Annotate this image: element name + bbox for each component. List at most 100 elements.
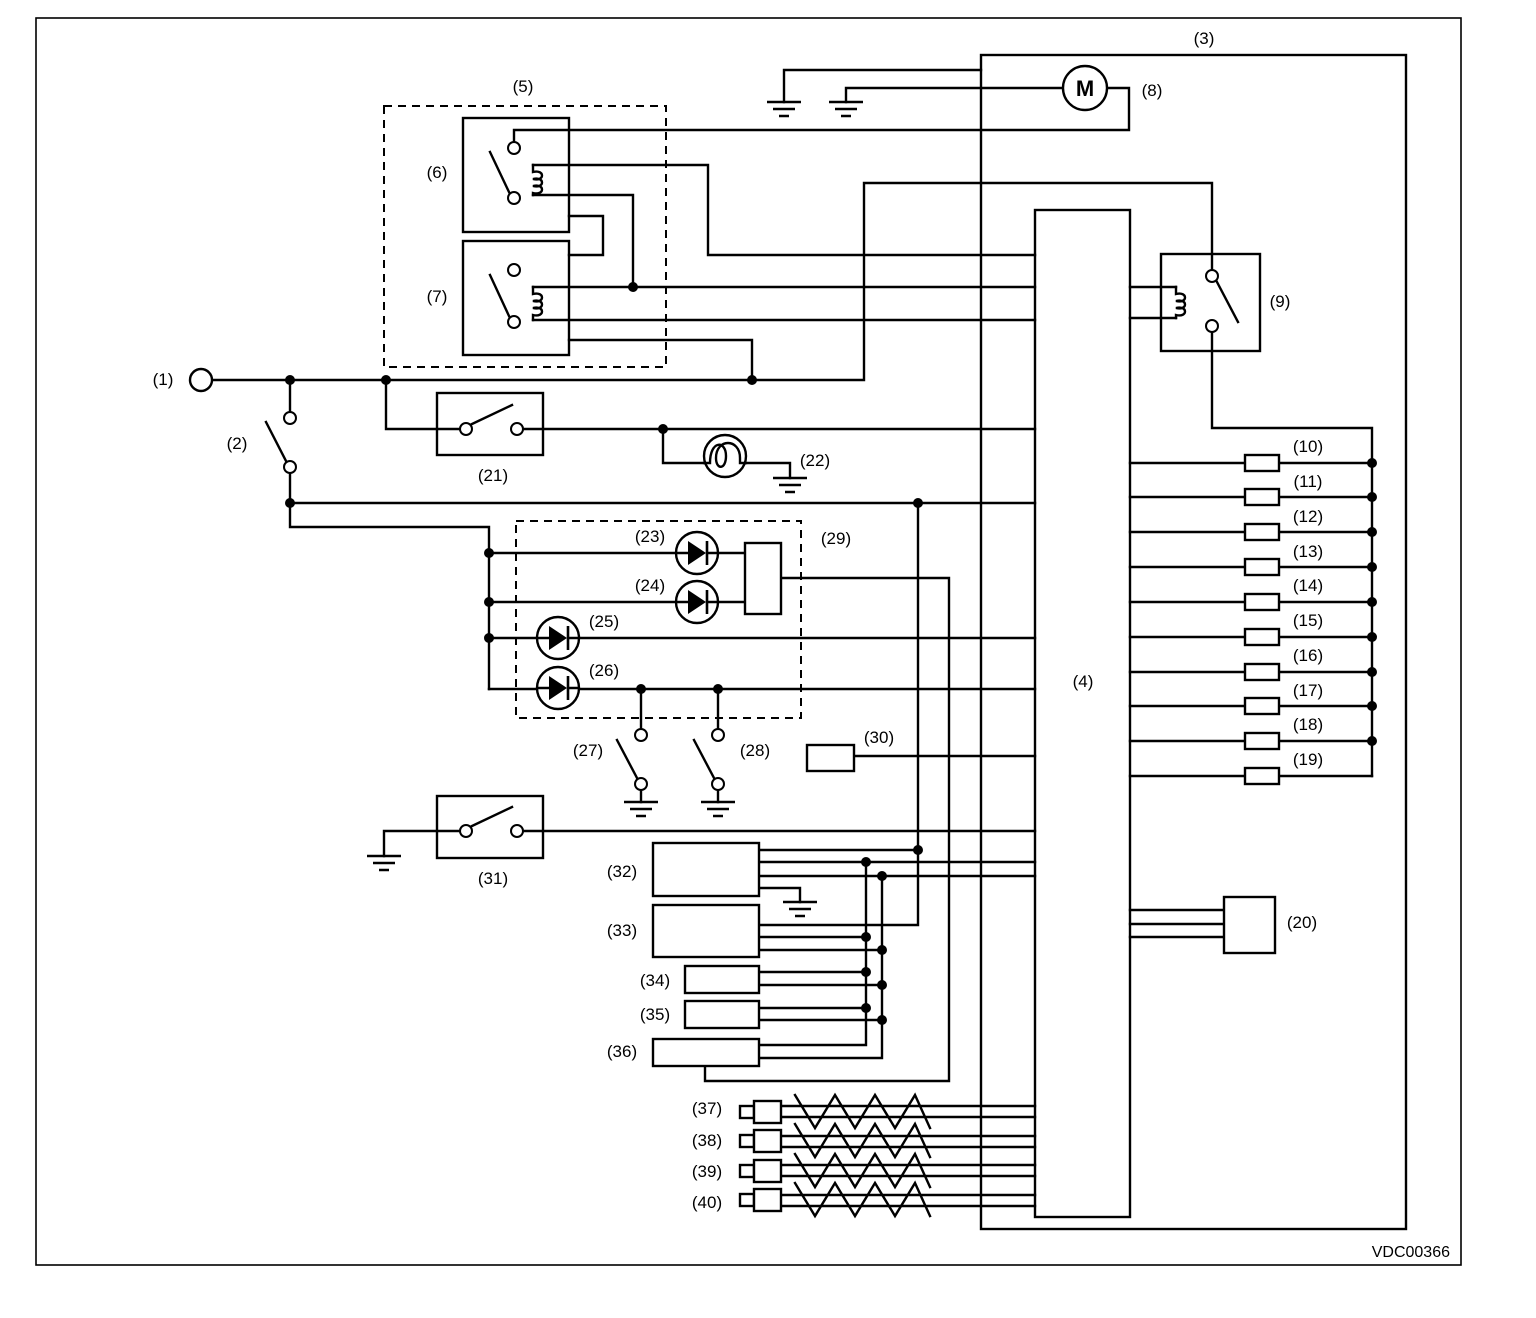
callout-23: (23)	[635, 527, 665, 546]
wire	[210, 181, 1214, 382]
fuse-19	[1243, 766, 1281, 786]
callout-20: (20)	[1287, 913, 1317, 932]
contact	[507, 263, 521, 277]
coil-icon	[531, 163, 544, 197]
callout-17: (17)	[1293, 681, 1323, 700]
outer-frame	[35, 17, 1462, 1266]
sensor-39	[738, 1151, 932, 1190]
callout-labels: (1) (2) (3) (4) (5) (6) (7) (8) (9) (10)…	[153, 29, 1324, 1212]
junction-dot	[484, 633, 494, 643]
wire	[531, 193, 635, 289]
contact	[507, 315, 521, 329]
junction-dot	[381, 375, 391, 385]
callout-26: (26)	[589, 661, 619, 680]
lamp-22	[702, 433, 748, 479]
wire	[512, 86, 1131, 144]
junction-dot	[913, 498, 923, 508]
contact	[507, 191, 521, 205]
callout-4: (4)	[1073, 672, 1094, 691]
wire	[757, 1006, 884, 1022]
wire	[382, 829, 462, 858]
switch-31	[435, 794, 545, 860]
fuse-10	[1243, 453, 1281, 473]
callout-2: (2)	[227, 434, 248, 453]
callout-34: (34)	[640, 971, 670, 990]
callout-29: (29)	[821, 529, 851, 548]
component-36	[651, 1037, 761, 1068]
junction-dot	[1367, 701, 1377, 711]
contact	[1205, 319, 1219, 333]
junction-dot	[285, 375, 295, 385]
junction-dot	[877, 1015, 887, 1025]
shield-zigzag	[793, 1092, 932, 1131]
junction-dot	[913, 845, 923, 855]
junction-dots	[285, 282, 1377, 1025]
motor-symbol: M	[1076, 76, 1094, 101]
callout-9: (9)	[1270, 292, 1291, 311]
module-4-box	[1033, 208, 1132, 1219]
callout-28: (28)	[740, 741, 770, 760]
ground-icon	[699, 800, 737, 818]
junction-dot	[713, 684, 723, 694]
ground-icon	[765, 100, 803, 118]
junction-dot	[861, 967, 871, 977]
callout-38: (38)	[692, 1131, 722, 1150]
contact	[507, 141, 521, 155]
junction-dot	[877, 980, 887, 990]
terminal-1	[188, 367, 214, 393]
switch-blade	[1215, 280, 1240, 324]
callout-21: (21)	[478, 466, 508, 485]
switch-blade	[488, 150, 511, 194]
shield-zigzag	[793, 1121, 932, 1160]
component-34	[683, 964, 761, 995]
junction-dot	[1367, 492, 1377, 502]
callout-31: (31)	[478, 869, 508, 888]
relay-6	[461, 116, 571, 234]
component-32	[651, 841, 761, 898]
junction-dot	[877, 871, 887, 881]
junction-dot	[658, 424, 668, 434]
wire	[844, 86, 1065, 104]
callout-35: (35)	[640, 1005, 670, 1024]
callout-18: (18)	[1293, 715, 1323, 734]
callout-14: (14)	[1293, 576, 1323, 595]
callout-5: (5)	[513, 77, 534, 96]
relay-9	[1159, 252, 1262, 353]
junction-dot	[1367, 458, 1377, 468]
wire	[757, 970, 884, 987]
motor-icon	[1061, 64, 1109, 112]
fuse-13	[1243, 557, 1281, 577]
callout-13: (13)	[1293, 542, 1323, 561]
wire	[567, 338, 754, 382]
coil-icon	[531, 285, 544, 322]
wire	[288, 471, 491, 691]
ground-icon	[781, 900, 819, 918]
callout-22: (22)	[800, 451, 830, 470]
callout-25: (25)	[589, 612, 619, 631]
fuses	[1243, 453, 1281, 786]
fuse-15	[1243, 627, 1281, 647]
callout-36: (36)	[607, 1042, 637, 1061]
fuse-18	[1243, 731, 1281, 751]
fuse-14	[1243, 592, 1281, 612]
component-35	[683, 999, 761, 1030]
junction-dot	[1367, 597, 1377, 607]
callout-30: (30)	[864, 728, 894, 747]
connector-20	[1222, 895, 1277, 955]
callout-15: (15)	[1293, 611, 1323, 630]
wire	[757, 860, 868, 1047]
wire	[1128, 908, 1226, 939]
ground-icon	[622, 800, 660, 818]
wire	[758, 501, 920, 927]
wire	[744, 461, 792, 480]
shield-zigzag	[793, 1180, 932, 1219]
callout-1: (1)	[153, 370, 174, 389]
junction-dot	[1367, 667, 1377, 677]
wire	[782, 68, 983, 104]
wire	[384, 378, 462, 431]
wire	[757, 874, 884, 1060]
sensor-38	[738, 1121, 932, 1160]
figure-code: VDC00366	[1372, 1244, 1450, 1261]
callout-33: (33)	[607, 921, 637, 940]
